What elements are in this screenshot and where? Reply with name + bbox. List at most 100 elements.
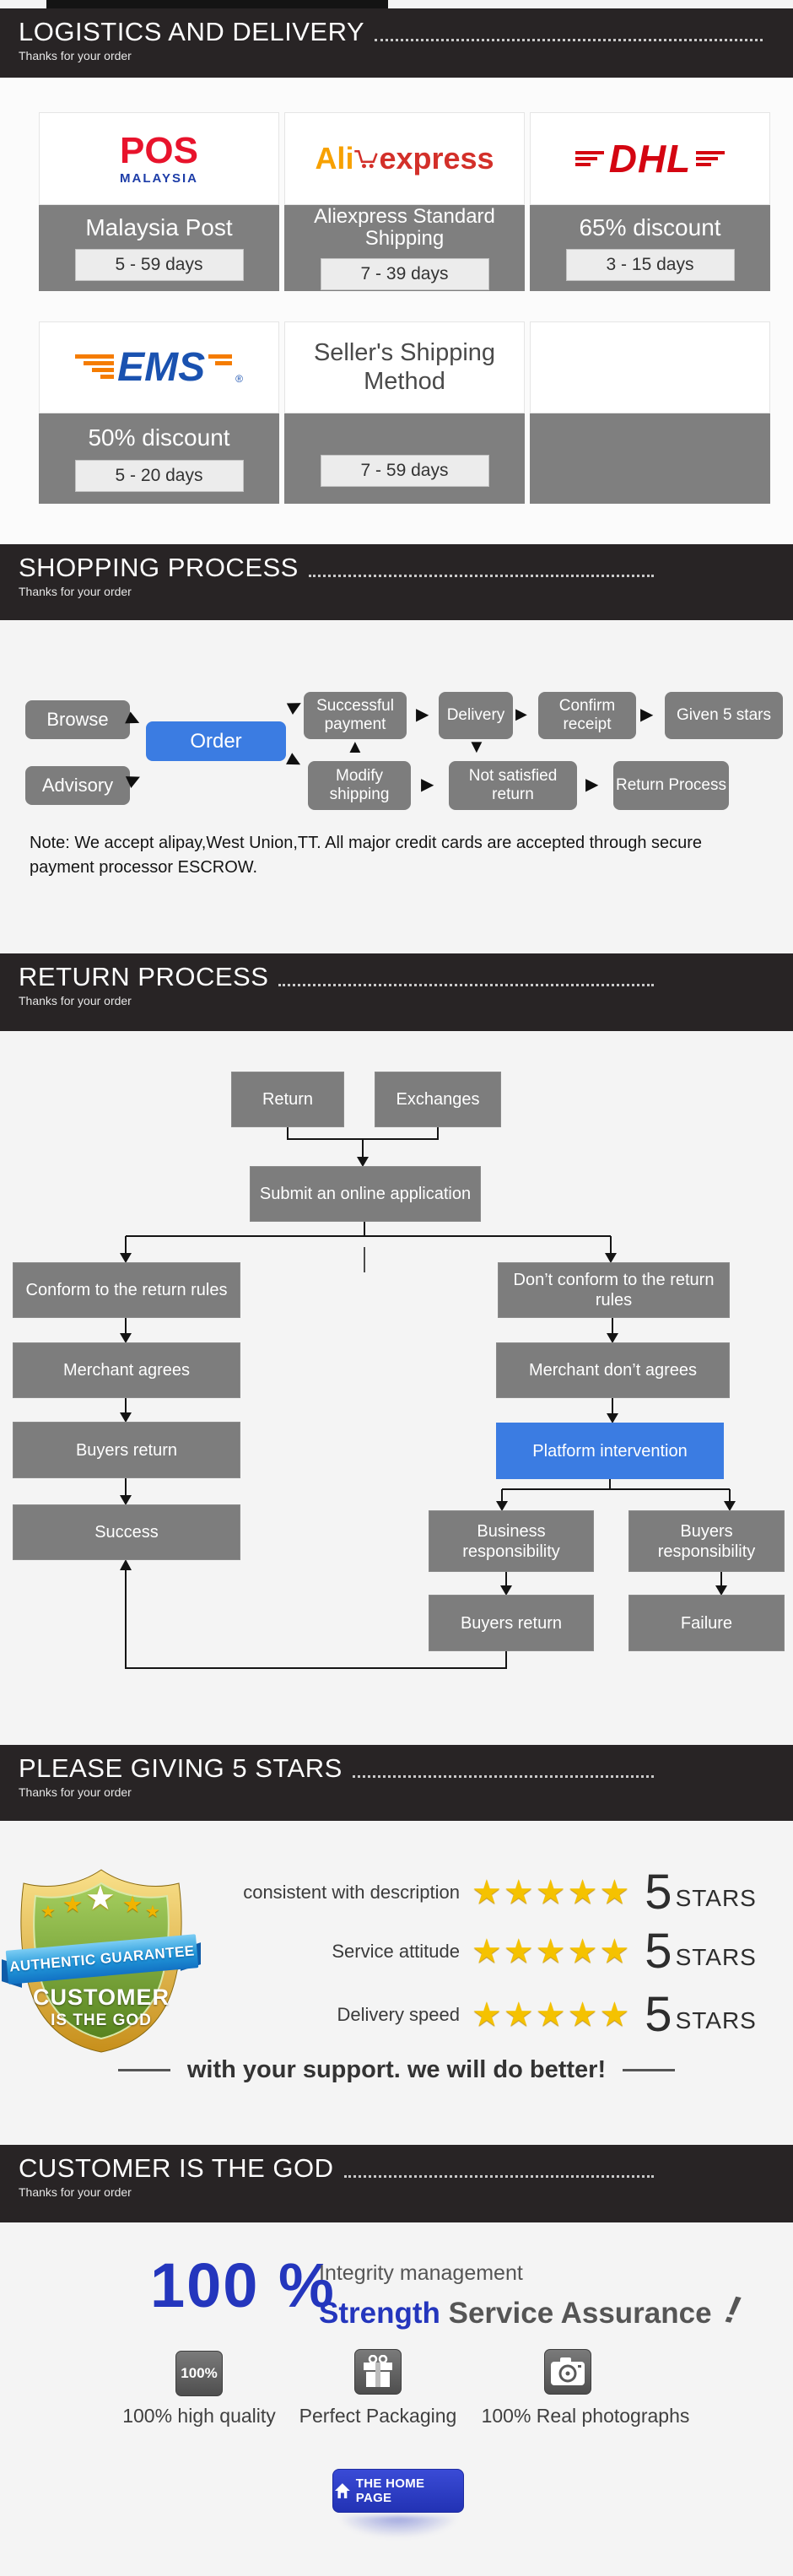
- rating-score: 5: [645, 1987, 672, 2042]
- dhl-logo-text: DHL: [608, 137, 692, 181]
- return-flow-connectors: [120, 1127, 736, 1669]
- dhl-logo: DHL: [530, 112, 770, 205]
- return-node-failure: Failure: [628, 1595, 785, 1651]
- dotted-line: [278, 969, 654, 986]
- shipping-days-badge: 5 - 20 days: [74, 459, 244, 492]
- shipping-service-name: 50% discount: [88, 424, 230, 451]
- dhl-stripes-left: [575, 151, 604, 166]
- seller-method-label-area: Seller's Shipping Method: [284, 321, 525, 413]
- rating-score-suffix: STARS: [675, 1885, 757, 1911]
- rating-label: Delivery speed: [337, 2004, 460, 2025]
- section-title: PLEASE GIVING 5 STARS: [19, 1753, 343, 1783]
- support-line: with your support. we will do better!: [0, 2052, 793, 2087]
- home-button-reflection: [337, 2516, 459, 2538]
- guarantee-badge: ★ ★ ★ ★ ★ AUTHENTIC GUARANTEE CUSTOMER I…: [2, 1865, 201, 2057]
- dotted-line: [308, 560, 654, 577]
- section-header-logistics: LOGISTICS AND DELIVERY Thanks for your o…: [0, 8, 793, 78]
- return-node-buyers-responsibility: Buyers responsibility: [628, 1510, 785, 1572]
- return-node-merchant-agrees: Merchant agrees: [13, 1342, 240, 1398]
- feature-label-quality: 100% high quality: [122, 2405, 276, 2427]
- return-node-submit-application: Submit an online application: [250, 1166, 481, 1222]
- dotted-line: [375, 24, 763, 41]
- badge-star-icon: ★: [40, 1903, 56, 1921]
- section-header-shopping: SHOPPING PROCESS Thanks for your order: [0, 544, 793, 620]
- integrity-line: Integrity management: [319, 2261, 523, 2285]
- registered-mark: ®: [235, 372, 243, 385]
- star-rating-icons: ★★★★★: [472, 1933, 632, 1970]
- rating-score-suffix: STARS: [675, 2007, 757, 2033]
- section-header-stars: PLEASE GIVING 5 STARS Thanks for your or…: [0, 1745, 793, 1821]
- shipping-card-info: 50% discount 5 - 20 days: [39, 413, 279, 504]
- flow-node-confirm-receipt: Confirm receipt: [538, 692, 636, 739]
- shipping-card-dhl: DHL 65% discount 3 - 15 days: [530, 112, 770, 291]
- pos-malaysia-logo: POS MALAYSIA: [39, 112, 279, 205]
- shipping-service-name: 65% discount: [579, 213, 721, 240]
- aliexpress-logo: Ali express: [284, 112, 525, 205]
- flow-node-modify-shipping: Modify shipping: [308, 761, 411, 810]
- empty-logo-area: [530, 321, 770, 413]
- ems-stripes-right: [208, 354, 233, 368]
- badge-star-icon: ★: [62, 1892, 84, 1917]
- rating-label: consistent with description: [243, 1882, 460, 1903]
- camera-icon: [544, 2349, 591, 2395]
- arrow-right-icon: ▶: [515, 705, 527, 722]
- section-subtitle: Thanks for your order: [19, 994, 132, 1007]
- pos-logo-text: POS: [120, 129, 198, 171]
- quality-100-icon-text: 100%: [181, 2365, 218, 2381]
- section-subtitle: Thanks for your order: [19, 1785, 132, 1799]
- badge-star-icon: ★: [145, 1903, 160, 1921]
- shipping-days-badge: 7 - 39 days: [320, 258, 489, 291]
- return-node-buyers-return: Buyers return: [13, 1422, 240, 1478]
- shipping-card-info: Malaysia Post 5 - 59 days: [39, 205, 279, 291]
- dotted-line: [343, 2161, 654, 2178]
- shipping-card-aliexpress: Ali express Aliexpress Standard Shipping…: [284, 112, 525, 291]
- section-subtitle: Thanks for your order: [19, 585, 132, 598]
- return-node-merchant-dont-agrees: Merchant don’t agrees: [496, 1342, 730, 1398]
- rating-score-suffix: STARS: [675, 1944, 757, 1970]
- shipping-card-info: Aliexpress Standard Shipping 7 - 39 days: [284, 205, 525, 291]
- star-rating-icons: ★★★★★: [472, 1874, 632, 1911]
- arrow-right-icon: ▶: [416, 705, 429, 724]
- flow-node-browse: Browse: [25, 700, 130, 739]
- ems-logo: EMS ®: [39, 321, 279, 413]
- divider-dash: [117, 2068, 170, 2071]
- return-node-conform-rules: Conform to the return rules: [13, 1262, 240, 1318]
- return-node-buyers-return-2: Buyers return: [429, 1595, 594, 1651]
- home-page-button-label: THE HOME PAGE: [355, 2476, 425, 2505]
- badge-star-icon: ★: [122, 1892, 143, 1917]
- flow-node-return-process: Return Process: [613, 761, 729, 810]
- ems-stripes-left: [75, 354, 115, 381]
- arrow-right-icon: ▶: [284, 749, 305, 773]
- empty-info-area: [530, 413, 770, 504]
- shipping-service-name: Malaysia Post: [85, 213, 233, 240]
- home-icon: [334, 2483, 350, 2498]
- section-title: LOGISTICS AND DELIVERY: [19, 17, 365, 46]
- shipping-days-badge: 5 - 59 days: [74, 249, 244, 282]
- arrow-right-icon: ▶: [284, 694, 305, 717]
- ems-logo-text: EMS: [117, 344, 206, 390]
- shipping-card-info: 65% discount 3 - 15 days: [530, 205, 770, 291]
- divider-dash: [623, 2068, 676, 2071]
- section-title: SHOPPING PROCESS: [19, 553, 299, 582]
- shipping-card-seller: Seller's Shipping Method 7 - 59 days: [284, 321, 525, 504]
- flow-node-given-5-stars: Given 5 stars: [665, 692, 783, 739]
- home-page-button[interactable]: THE HOME PAGE: [332, 2469, 464, 2513]
- arrow-down-icon: ▼: [467, 736, 486, 757]
- section-header-customer: CUSTOMER IS THE GOD Thanks for your orde…: [0, 2145, 793, 2222]
- rating-row: consistent with description ★★★★★ 5 STAR…: [211, 1865, 768, 1920]
- feature-label-photographs: 100% Real photographs: [481, 2405, 690, 2427]
- flow-node-advisory: Advisory: [25, 766, 130, 805]
- percent-100: 100 %: [150, 2250, 336, 2320]
- assurance-strong: Strength: [319, 2297, 440, 2330]
- flow-node-order: Order: [146, 721, 286, 761]
- return-node-platform-intervention: Platform intervention: [496, 1423, 724, 1479]
- top-strip: [46, 0, 388, 8]
- aliexpress-logo-text2: express: [379, 141, 494, 176]
- exclamation-mark: !: [722, 2286, 744, 2333]
- rating-row: Delivery speed ★★★★★ 5 STARS: [211, 1987, 768, 2042]
- pos-logo-subtext: MALAYSIA: [120, 170, 198, 186]
- flow-node-delivery: Delivery: [439, 692, 513, 739]
- rating-score: 5: [645, 1865, 672, 1920]
- arrow-right-icon: ▶: [421, 775, 434, 794]
